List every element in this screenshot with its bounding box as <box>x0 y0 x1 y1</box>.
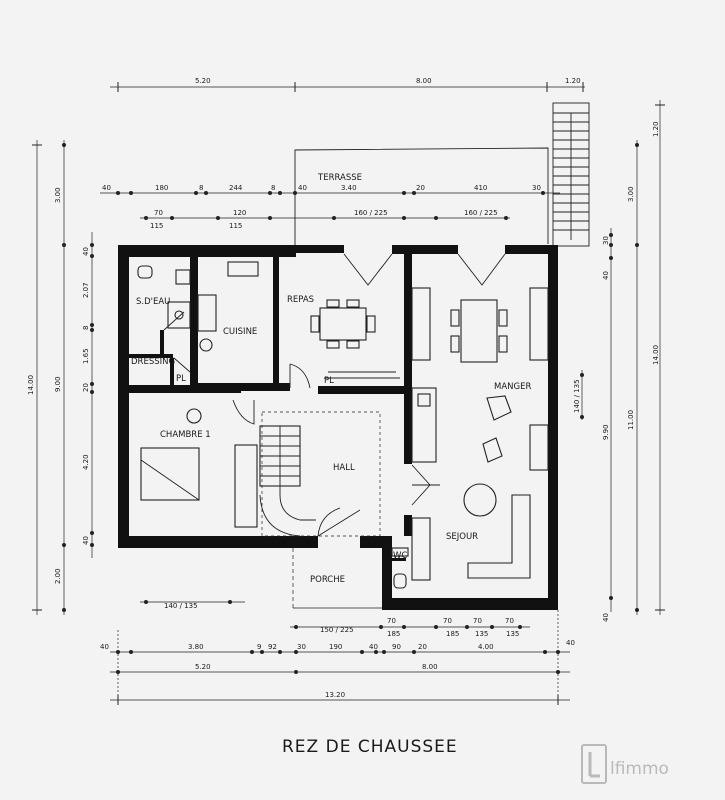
lfimmo-logo: lfimmo <box>581 744 669 784</box>
dim-label: 92 <box>268 643 277 651</box>
dimension-lines <box>32 82 665 706</box>
dim-label: 70 <box>473 617 482 625</box>
outdoor-elements <box>292 102 590 609</box>
room-label-dressing: DRESSING <box>131 357 175 367</box>
dim-label: 30 <box>602 236 610 245</box>
dim-label: 3.80 <box>188 643 204 651</box>
room-label-manger: MANGER <box>494 382 531 392</box>
room-label-porche: PORCHE <box>310 575 345 585</box>
dim-label: 5.20 <box>195 663 211 671</box>
dim-label: 5.20 <box>195 77 211 85</box>
dim-label: 3.40 <box>341 184 357 192</box>
dim-label: 70 <box>505 617 514 625</box>
room-label-sdeau: S.D'EAU <box>136 297 170 307</box>
dim-label: 1.65 <box>82 348 90 364</box>
room-label-cuisine: CUISINE <box>223 327 257 337</box>
dimension-labels: 5.20 8.00 1.20 40 180 8 244 8 40 3.40 20… <box>27 77 660 699</box>
room-label-pl-1: PL <box>176 374 186 384</box>
dim-label: 2.07 <box>82 282 90 298</box>
dim-label: 13.20 <box>325 691 345 699</box>
dim-label: 20 <box>418 643 427 651</box>
dim-label: 20 <box>82 383 90 392</box>
room-label-sejour: SEJOUR <box>446 532 478 542</box>
room-label-terrasse: TERRASSE <box>317 173 362 183</box>
dim-label: 120 <box>233 209 246 217</box>
plan-title: REZ DE CHAUSSEE <box>282 737 458 757</box>
dim-label: 135 <box>506 630 519 638</box>
room-label-wc: WC <box>393 551 407 561</box>
dim-label: 8.00 <box>416 77 432 85</box>
dim-label: 185 <box>446 630 459 638</box>
dim-label: 150 / 225 <box>320 626 354 634</box>
fixtures <box>137 253 549 589</box>
dim-label: 90 <box>392 643 401 651</box>
dim-label: 185 <box>387 630 400 638</box>
dim-label: 3.00 <box>627 186 635 202</box>
dim-label: 140 / 135 <box>164 602 198 610</box>
dim-label: 20 <box>416 184 425 192</box>
dim-label: 8 <box>199 184 203 192</box>
dim-label: 40 <box>566 639 575 647</box>
dim-label: 40 <box>82 536 90 545</box>
dim-label: 190 <box>329 643 342 651</box>
dim-label: 4.20 <box>82 454 90 470</box>
dim-label: 40 <box>102 184 111 192</box>
dim-label: 70 <box>387 617 396 625</box>
dim-label: 410 <box>474 184 487 192</box>
dim-label: 14.00 <box>27 375 35 395</box>
dim-label: 135 <box>475 630 488 638</box>
dim-label: 8.00 <box>422 663 438 671</box>
dim-label: 2.00 <box>54 568 62 584</box>
dim-label: 140 / 135 <box>573 379 581 413</box>
walls <box>118 245 558 610</box>
dim-label: 14.00 <box>652 345 660 365</box>
dim-label: 4.00 <box>478 643 494 651</box>
dim-label: 8 <box>271 184 275 192</box>
dim-label: 9.90 <box>602 424 610 440</box>
logo-text: lfimmo <box>610 759 669 779</box>
dim-label: 40 <box>82 247 90 256</box>
dim-label: 1.20 <box>652 121 660 137</box>
dim-label: 30 <box>532 184 541 192</box>
dim-label: 70 <box>443 617 452 625</box>
dim-label: 30 <box>297 643 306 651</box>
dim-label: 40 <box>298 184 307 192</box>
dim-label: 9.00 <box>54 376 62 392</box>
dim-label: 115 <box>229 222 242 230</box>
dim-label: 115 <box>150 222 163 230</box>
dim-label: 9 <box>257 643 261 651</box>
dim-label: 1.20 <box>565 77 581 85</box>
room-label-chambre: CHAMBRE 1 <box>160 430 211 440</box>
dim-label: 40 <box>602 613 610 622</box>
dim-label: 8 <box>82 326 90 330</box>
dim-label: 40 <box>602 271 610 280</box>
room-label-repas: REPAS <box>287 295 314 305</box>
dim-label: 40 <box>369 643 378 651</box>
room-label-pl-2: PL <box>324 376 334 386</box>
dim-label: 160 / 225 <box>354 209 388 217</box>
room-label-hall: HALL <box>333 463 355 473</box>
dim-label: 40 <box>100 643 109 651</box>
dim-label: 11.00 <box>627 410 635 430</box>
dim-label: 160 / 225 <box>464 209 498 217</box>
dim-label: 180 <box>155 184 168 192</box>
dim-label: 3.00 <box>54 187 62 203</box>
dim-label: 70 <box>154 209 163 217</box>
dim-label: 244 <box>229 184 243 192</box>
